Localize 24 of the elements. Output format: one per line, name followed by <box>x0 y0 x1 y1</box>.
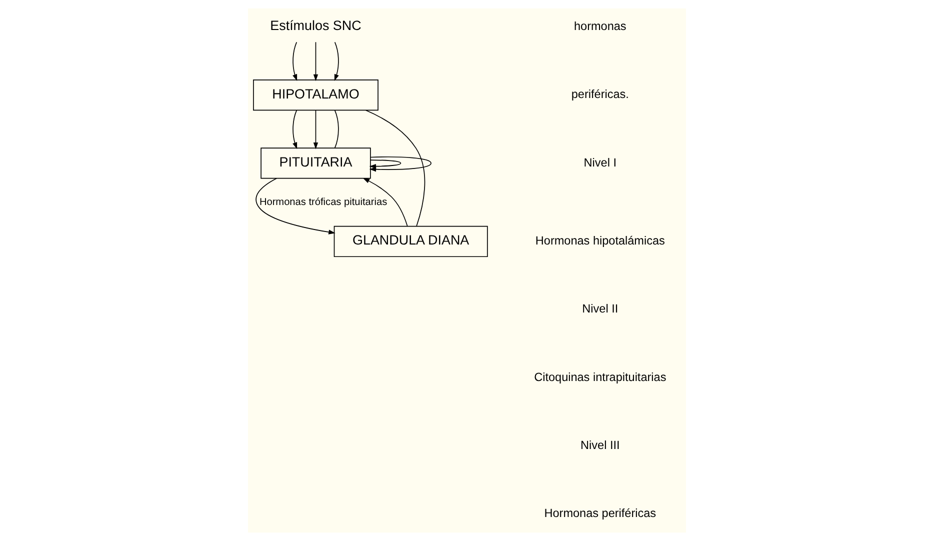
label: periféricas. <box>570 88 628 102</box>
label: Nivel II <box>582 302 618 316</box>
edge-label: Hormonas tróficas pituitarias <box>258 196 387 208</box>
node-text: Estímulos SNC <box>270 18 361 34</box>
connector <box>334 110 338 148</box>
arrow <box>368 156 431 172</box>
arrow <box>292 110 297 150</box>
arrow <box>255 178 335 234</box>
arrow <box>334 42 338 82</box>
arrow <box>292 42 297 81</box>
label: Nivel III <box>580 439 620 452</box>
label: Hormonas periféricas <box>544 507 656 520</box>
arrow <box>362 178 408 226</box>
arrow <box>368 160 401 169</box>
connector <box>364 110 425 227</box>
label: Nivel I <box>583 156 616 170</box>
label: Citoquinas intrapituitarias <box>534 370 666 384</box>
label: hormonas <box>574 20 626 33</box>
arrow <box>312 42 318 82</box>
node-box: PITUITARIA <box>260 148 370 179</box>
arrow <box>312 110 318 150</box>
node-box: HIPOTALAMO <box>252 79 378 111</box>
label: Hormonas hipotalámicas <box>534 234 664 248</box>
node-box: GLANDULA DIANA <box>333 226 488 258</box>
